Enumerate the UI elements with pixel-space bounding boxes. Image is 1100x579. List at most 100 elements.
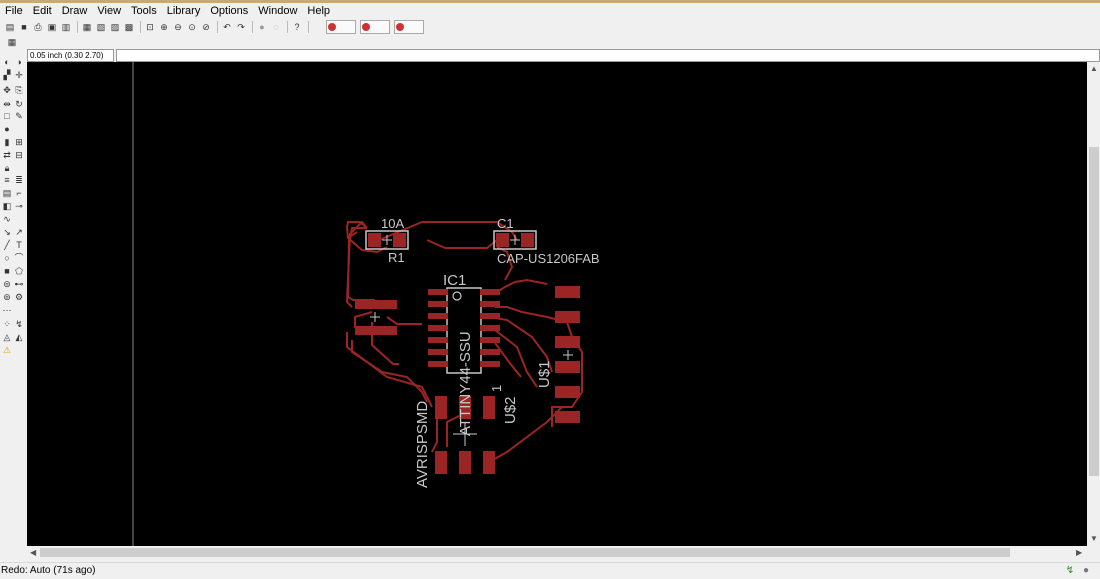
rotate-icon[interactable]: ↻ xyxy=(15,99,23,109)
menu-draw[interactable]: Draw xyxy=(61,5,88,17)
menu-file[interactable]: File xyxy=(5,5,23,17)
split-icon[interactable]: ◧ xyxy=(2,201,12,211)
route-icon[interactable]: ↘ xyxy=(3,227,11,237)
ic1-pad xyxy=(428,337,448,343)
open-icon[interactable]: ▤ xyxy=(5,22,15,32)
delete-icon[interactable]: ▮ xyxy=(4,137,10,147)
scroll-left-icon[interactable]: ◀ xyxy=(30,548,37,557)
signal-icon[interactable]: ⊷ xyxy=(14,279,24,289)
move-icon[interactable]: ✥ xyxy=(3,85,11,95)
zoom-in-icon[interactable]: ⊕ xyxy=(160,22,168,32)
coordinate-readout: 0.05 inch (0.30 2.70) xyxy=(27,49,114,62)
board-icon[interactable]: ▨ xyxy=(110,22,120,32)
print-icon[interactable]: ⎙ xyxy=(34,22,42,32)
vertical-scrollbar[interactable]: ▲ ▼ xyxy=(1088,62,1100,546)
group-icon[interactable]: □ xyxy=(4,111,10,121)
main-toolbar: ▤ ■ ⎙ ▣ ▥ ▦ ▧ ▨ ▩ ⊡ ⊕ ⊖ ⊙ ⊘ ↶ ↷ ● ◌ ? xyxy=(0,19,1100,35)
fab-logo-icon xyxy=(362,23,370,31)
zoom-select-icon[interactable]: ⊙ xyxy=(188,22,196,32)
trace xyxy=(345,221,388,254)
export-icon[interactable]: ▥ xyxy=(61,22,71,32)
action-icon[interactable]: ↯ xyxy=(1065,565,1075,576)
mirror-icon[interactable]: ⇹ xyxy=(3,99,11,109)
trace xyxy=(496,278,548,293)
script-icon[interactable]: ▦ xyxy=(82,22,92,32)
stop-icon[interactable]: ● xyxy=(1082,565,1090,576)
cam-icon[interactable]: ▣ xyxy=(47,22,57,32)
optimize-icon[interactable]: ⊸ xyxy=(15,201,23,211)
mark-icon[interactable]: ✛ xyxy=(15,70,23,80)
fab-link-button[interactable] xyxy=(326,20,356,34)
pin1-label: 1 xyxy=(489,385,504,392)
show-icon[interactable]: ◑ xyxy=(16,57,22,67)
fab-logo-icon xyxy=(328,23,336,31)
menu-options[interactable]: Options xyxy=(210,5,249,17)
polygon-icon[interactable]: ⬠ xyxy=(15,266,23,276)
menu-help[interactable]: Help xyxy=(307,5,331,17)
arc-icon[interactable]: ⌒ xyxy=(14,253,24,263)
trace xyxy=(426,239,498,249)
zoom-out-icon[interactable]: ⊖ xyxy=(174,22,182,32)
board-canvas[interactable]: 10A R1 C1 CAP-US1206FAB IC1 ATTINY44-SSU… xyxy=(27,62,1087,546)
save-icon[interactable]: ■ xyxy=(21,22,27,32)
avr-pad xyxy=(459,396,471,419)
c1-value-label: CAP-US1206FAB xyxy=(497,251,600,266)
circle-icon[interactable]: ○ xyxy=(4,253,10,263)
command-input[interactable] xyxy=(116,49,1100,62)
layers-icon[interactable]: ▩ xyxy=(124,22,134,32)
padlock-icon[interactable]: 🔒︎ xyxy=(4,163,10,173)
trace xyxy=(494,329,538,388)
erc-icon[interactable]: ◭ xyxy=(15,332,23,342)
menu-edit[interactable]: Edit xyxy=(32,5,52,17)
stop-icon[interactable]: ● xyxy=(259,22,265,32)
paste-icon[interactable]: ● xyxy=(4,124,10,134)
smash-icon[interactable]: ▤ xyxy=(2,188,12,198)
rect-icon[interactable]: ■ xyxy=(4,266,10,276)
grid-icon[interactable]: ▦ xyxy=(7,37,17,47)
redraw-icon[interactable]: ⊘ xyxy=(202,22,210,32)
zoom-fit-icon[interactable]: ⊡ xyxy=(146,22,154,32)
attribute-icon[interactable]: ⚙ xyxy=(14,292,24,302)
scroll-up-icon[interactable]: ▲ xyxy=(1090,64,1098,73)
trace xyxy=(431,412,438,453)
menu-view[interactable]: View xyxy=(97,5,122,17)
autorouter-icon[interactable]: ↯ xyxy=(15,319,23,329)
horizontal-scrollbar[interactable]: ◀ ▶ xyxy=(27,546,1088,559)
warning-icon[interactable]: ⚠ xyxy=(2,345,12,355)
pcb-3d-button[interactable] xyxy=(394,20,424,34)
name-icon[interactable]: ≡ xyxy=(4,175,10,185)
drc-icon[interactable]: ◬ xyxy=(3,332,11,342)
help-icon[interactable]: ? xyxy=(294,22,300,32)
meander-icon[interactable]: ∿ xyxy=(3,214,11,224)
run-icon[interactable]: ▧ xyxy=(96,22,106,32)
vertical-scroll-thumb[interactable] xyxy=(1089,147,1099,476)
trace xyxy=(351,340,428,403)
miter-icon[interactable]: ⌐ xyxy=(16,188,22,198)
avr-origin xyxy=(453,422,477,446)
copy-icon[interactable]: ⎘ xyxy=(15,85,23,95)
undo-icon[interactable]: ↶ xyxy=(223,22,231,32)
pcb-quote-button[interactable] xyxy=(360,20,390,34)
text-icon[interactable]: T xyxy=(16,240,22,250)
menu-window[interactable]: Window xyxy=(258,5,298,17)
change-icon[interactable]: ✎ xyxy=(15,111,23,121)
value-icon[interactable]: ≣ xyxy=(15,175,23,185)
via-icon[interactable]: ⊜ xyxy=(3,279,11,289)
add-icon[interactable]: ⊞ xyxy=(15,137,23,147)
go-icon[interactable]: ◌ xyxy=(273,22,279,32)
ripup-icon[interactable]: ↗ xyxy=(15,227,23,237)
lock-icon[interactable]: ⊟ xyxy=(15,150,23,160)
ratsnest-icon[interactable]: ⁘ xyxy=(3,319,11,329)
info-icon[interactable]: ◐ xyxy=(4,57,10,67)
replace-icon[interactable]: ⇄ xyxy=(3,150,11,160)
display-icon[interactable]: ▞ xyxy=(3,70,11,80)
horizontal-scroll-thumb[interactable] xyxy=(40,548,1010,557)
redo-icon[interactable]: ↷ xyxy=(237,22,245,32)
menu-tools[interactable]: Tools xyxy=(131,5,157,17)
wire-icon[interactable]: ╱ xyxy=(4,240,10,250)
scroll-down-icon[interactable]: ▼ xyxy=(1090,534,1098,543)
dimension-icon[interactable]: ⋯ xyxy=(2,305,12,315)
menu-library[interactable]: Library xyxy=(166,5,201,17)
hole-icon[interactable]: ⊚ xyxy=(3,292,11,302)
scroll-right-icon[interactable]: ▶ xyxy=(1076,548,1083,557)
